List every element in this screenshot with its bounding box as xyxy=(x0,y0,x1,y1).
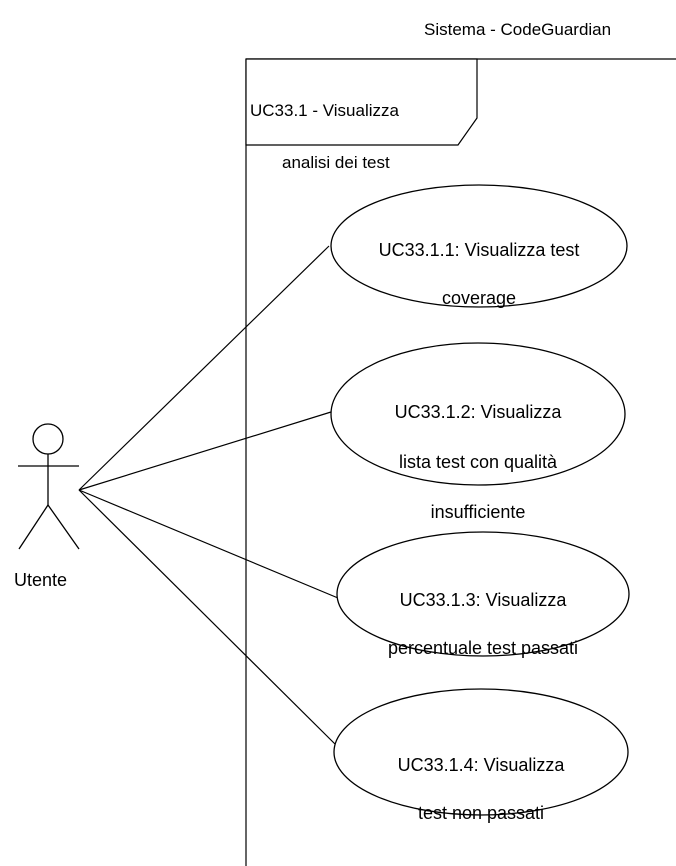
use-case-uc33-1-2[interactable]: UC33.1.2: Visualizza lista test con qual… xyxy=(328,375,628,550)
actor-figure xyxy=(18,423,80,550)
system-title: Sistema - CodeGuardian xyxy=(424,20,612,39)
use-case-line: percentuale test passati xyxy=(387,638,579,658)
association-line-uc2 xyxy=(78,411,332,491)
use-case-uc33-1-3[interactable]: UC33.1.3: Visualizza percentuale test pa… xyxy=(333,564,633,684)
association-line-uc1 xyxy=(78,245,330,491)
use-case-line: UC33.1.2: Visualizza xyxy=(394,402,562,422)
use-case-ellipse-uc33-1-2[interactable] xyxy=(330,342,626,486)
use-case-uc33-1-1[interactable]: UC33.1.1: Visualizza test coverage xyxy=(329,214,629,334)
use-case-uc33-1-4[interactable]: UC33.1.4: Visualizza test non passati xyxy=(331,729,631,849)
use-case-ellipse-uc33-1-1[interactable] xyxy=(330,184,628,308)
use-case-line: UC33.1.4: Visualizza xyxy=(397,755,565,775)
use-case-ellipse-uc33-1-4[interactable] xyxy=(333,688,629,816)
frame-label-tab xyxy=(245,58,478,146)
use-case-line: insufficiente xyxy=(430,502,526,522)
frame-label-line2: analisi dei test xyxy=(282,153,390,172)
actor-head xyxy=(32,423,64,455)
actor-right-leg xyxy=(47,504,80,550)
use-case-line: lista test con qualità xyxy=(398,452,558,472)
use-case-line: UC33.1.3: Visualizza xyxy=(399,590,567,610)
frame-label: UC33.1 - Visualizza analisi dei test xyxy=(250,72,470,202)
frame-label-line1: UC33.1 - Visualizza xyxy=(250,101,399,120)
use-case-ellipse-uc33-1-3[interactable] xyxy=(336,531,630,657)
actor-left-leg xyxy=(18,504,49,550)
association-line-uc4 xyxy=(78,489,337,746)
use-case-line: coverage xyxy=(441,288,517,308)
association-line-uc3 xyxy=(78,489,339,599)
actor-name: Utente xyxy=(14,570,68,590)
use-case-line: test non passati xyxy=(417,803,545,823)
use-case-line: UC33.1.1: Visualizza test xyxy=(378,240,580,260)
